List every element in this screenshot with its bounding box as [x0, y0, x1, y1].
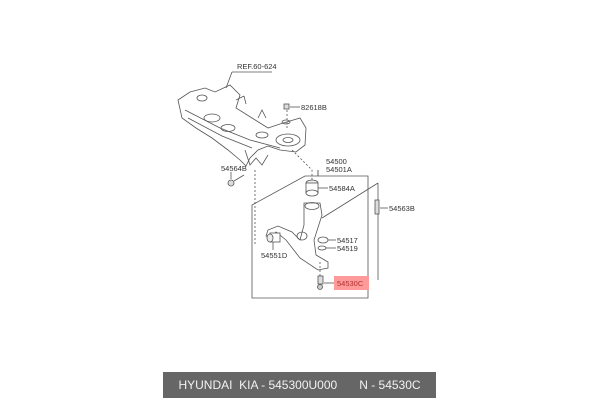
lower-control-arm [265, 202, 329, 271]
part-label-54584A[interactable]: 54584A [329, 184, 355, 193]
reference-label: REF.60-624 [237, 62, 277, 71]
part-label-54563B[interactable]: 54563B [389, 204, 415, 213]
ref-leader [225, 71, 272, 89]
part-label-54551D[interactable]: 54551D [261, 251, 288, 260]
part-label-54500[interactable]: 54500 [326, 157, 347, 166]
part-info-bar: HYUNDAI KIA - 545300U000 N - 54530C [163, 372, 436, 398]
subframe-assembly [177, 84, 307, 167]
nut-82618B-icon [283, 103, 290, 110]
part-label-54530C[interactable]: 54530C [337, 279, 364, 288]
part-label-54564B[interactable]: 54564B [221, 164, 247, 173]
highlight-box [334, 276, 369, 290]
part-label-54519[interactable]: 54519 [337, 244, 358, 253]
diagram-part-number: N - 54530C [359, 378, 421, 392]
part-label-54517[interactable]: 54517 [337, 236, 358, 245]
part-label-82618B[interactable]: 82618B [301, 103, 327, 112]
part-label-54501A[interactable]: 54501A [326, 165, 352, 174]
brand-part-number: HYUNDAI KIA - 545300U000 [178, 378, 338, 392]
assembly-box [251, 175, 369, 299]
